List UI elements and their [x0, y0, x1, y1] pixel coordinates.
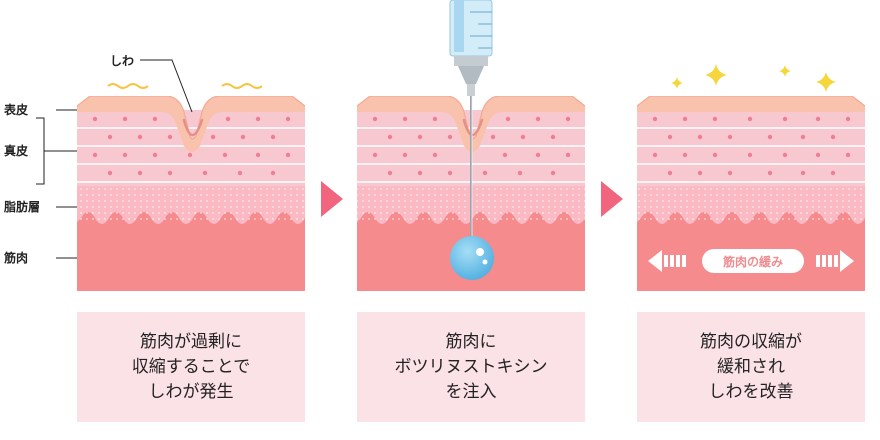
sparkle-icons	[671, 64, 836, 92]
caption-box-1: 筋肉が過剰に 収縮することで しわが発生	[77, 312, 305, 422]
muscle-relaxation-badge: 筋肉の緩み	[702, 249, 804, 273]
wrinkle-wave-left	[107, 83, 149, 89]
step-arrow-1	[321, 181, 343, 217]
label-epidermis: 表皮	[4, 103, 29, 117]
wrinkle-wave-right	[221, 83, 263, 89]
arrow-right-icon	[816, 250, 854, 272]
arrow-left-icon	[648, 250, 686, 272]
sparkle-icon	[816, 72, 836, 92]
syringe-icon	[449, 0, 493, 248]
caption-line: 筋肉が過剰に	[140, 331, 242, 352]
caption-line: ボツリヌストキシン	[394, 356, 548, 377]
caption-line: 筋肉の収縮が	[700, 331, 802, 352]
label-muscle: 筋肉	[4, 251, 29, 265]
caption-line: 緩和され	[717, 356, 785, 377]
label-fat-layer: 脂肪層	[4, 200, 41, 214]
caption-line: 収縮することで	[131, 356, 251, 377]
botox-droplet-icon	[450, 236, 494, 280]
panel-1-skin	[77, 96, 305, 291]
sparkle-icon	[671, 77, 683, 89]
caption-box-3: 筋肉の収縮が 緩和され しわを改善	[637, 312, 865, 422]
step-arrow-2	[601, 181, 623, 217]
sparkle-icon	[705, 64, 727, 86]
panel-3-skin	[637, 96, 865, 291]
caption-line: 筋肉に	[445, 331, 497, 352]
wrinkle-groove	[182, 118, 204, 137]
caption-box-2: 筋肉に ボツリヌストキシン を注入	[357, 312, 585, 422]
epidermis-layer	[77, 96, 305, 152]
label-wrinkle: しわ	[110, 54, 135, 68]
caption-line: しわを改善	[708, 381, 794, 402]
caption-line: しわが発生	[148, 381, 234, 402]
sparkle-icon	[779, 65, 791, 77]
shiwa-leader	[140, 59, 193, 113]
label-dermis: 真皮	[4, 144, 29, 158]
caption-line: を注入	[445, 381, 497, 402]
side-leaders	[36, 109, 77, 259]
